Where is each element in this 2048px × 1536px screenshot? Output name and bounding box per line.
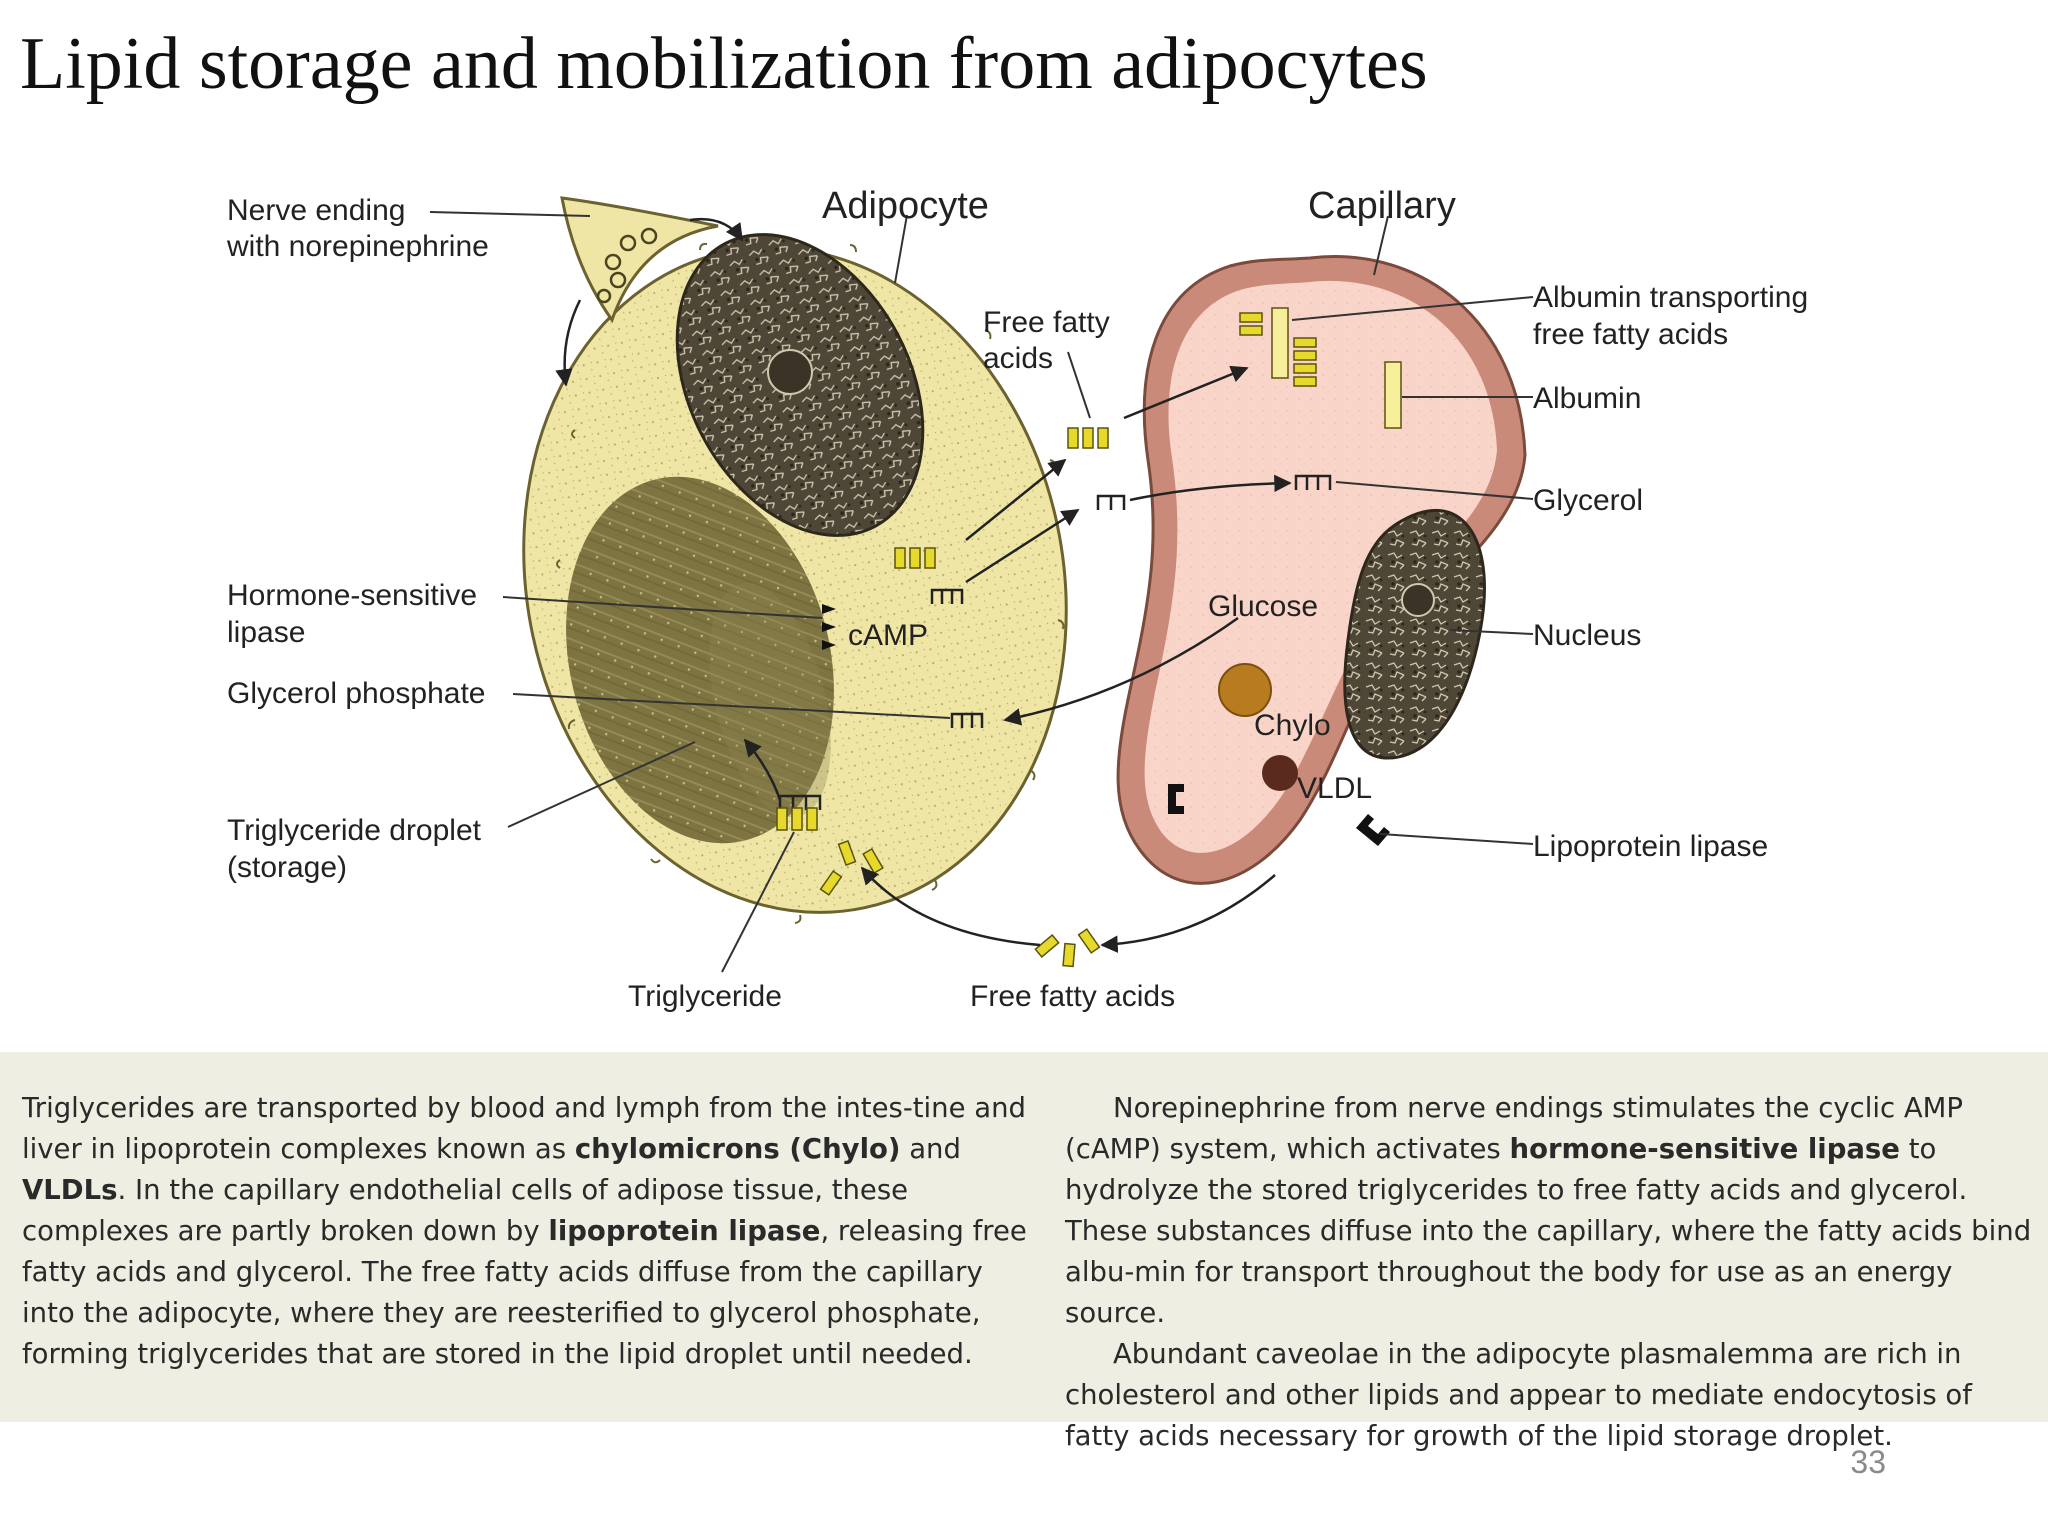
caption-left-text-1: Triglycerides are transported by blood a… xyxy=(22,1092,1027,1165)
label-albumin: Albumin xyxy=(1533,382,1641,415)
page-number: 33 xyxy=(1850,1444,1886,1480)
chylomicron xyxy=(1218,663,1272,717)
caption-right-paragraph-1: Norepinephrine from nerve endings stimul… xyxy=(1065,1088,2040,1334)
label-free-fatty-acids-top-2: acids xyxy=(983,342,1053,375)
hormone-sensitive-lipase-marks xyxy=(822,604,836,650)
caption-left-column: Triglycerides are transported by blood a… xyxy=(22,1088,1032,1375)
albumin-molecule xyxy=(1384,361,1402,429)
label-triglyceride: Triglyceride xyxy=(628,980,782,1013)
label-free-fatty-acids-bottom: Free fatty acids xyxy=(970,980,1175,1013)
adipocyte-nucleolus xyxy=(767,349,813,395)
caption-left-text-4: , releasing free fatty acids and glycero… xyxy=(22,1215,1027,1370)
leader-lines xyxy=(429,211,1534,973)
label-albumin-transporting-1: Albumin transporting xyxy=(1533,281,1808,314)
caption-left-paragraph: Triglycerides are transported by blood a… xyxy=(22,1088,1032,1375)
caption-right-column: Norepinephrine from nerve endings stimul… xyxy=(1065,1088,2040,1457)
label-camp: cAMP xyxy=(848,619,928,652)
free-fatty-acids-adipocyte xyxy=(894,547,936,569)
caption-right-text-1: Norepinephrine from nerve endings stimul… xyxy=(1065,1092,1963,1165)
vldl xyxy=(1262,755,1298,791)
caption-left-text-2: and xyxy=(900,1133,961,1165)
glycerol-adipocyte xyxy=(930,588,964,604)
norepinephrine-vesicles xyxy=(596,227,658,304)
label-triglyceride-droplet-1: Triglyceride droplet xyxy=(227,814,482,847)
slide-title: Lipid storage and mobilization from adip… xyxy=(20,23,1428,105)
label-nerve-ending: Nerve ending xyxy=(227,194,405,227)
capillary-nucleus xyxy=(1343,508,1486,760)
albumin-transporting-fatty-acids xyxy=(1239,307,1317,387)
caption-right-text-2: to hydrolyze the stored triglycerides to… xyxy=(1065,1133,2032,1329)
label-triglyceride-droplet-2: (storage) xyxy=(227,851,347,884)
caption-left-bold-chylomicrons: chylomicrons (Chylo) xyxy=(574,1133,901,1165)
lipid-droplet-highlight xyxy=(709,582,831,818)
lipoprotein-lipase-mark xyxy=(1168,784,1184,814)
glycerol-between xyxy=(1096,494,1126,510)
caption-left-text-3: . In the capillary endothelial cells of … xyxy=(22,1174,909,1247)
caption-right-paragraph-2: Abundant caveolae in the adipocyte plasm… xyxy=(1065,1338,1972,1452)
label-glucose: Glucose xyxy=(1208,590,1318,623)
label-glycerol: Glycerol xyxy=(1533,484,1643,517)
free-fatty-acids-between xyxy=(1067,427,1109,449)
pathway-arrows xyxy=(555,217,1292,953)
label-norepinephrine: with norepinephrine xyxy=(226,230,489,263)
label-nucleus: Nucleus xyxy=(1533,619,1641,652)
diagram-labels: Nerve ending with norepinephrine Adipocy… xyxy=(226,185,1808,1013)
label-capillary: Capillary xyxy=(1308,185,1456,227)
lipid-droplet xyxy=(566,476,834,844)
label-chylo: Chylo xyxy=(1254,709,1331,742)
label-adipocyte: Adipocyte xyxy=(822,185,989,227)
caption-panel: Triglycerides are transported by blood a… xyxy=(0,1052,2048,1452)
label-glycerol-phosphate: Glycerol phosphate xyxy=(227,677,486,710)
label-hormone-sensitive-lipase-2: lipase xyxy=(227,616,305,649)
free-fatty-acids-bottom xyxy=(1034,928,1101,968)
label-hormone-sensitive-lipase-1: Hormone-sensitive xyxy=(227,579,477,612)
caption-left-bold-lipoprotein-lipase: lipoprotein lipase xyxy=(548,1215,821,1247)
adipocyte-diagram: Nerve ending with norepinephrine Adipocy… xyxy=(226,185,1808,1013)
glycerol-capillary xyxy=(1294,474,1332,490)
lipoprotein-lipase-mark-2 xyxy=(1356,814,1390,846)
label-vldl: VLDL xyxy=(1297,772,1372,805)
caption-left-bold-vldls: VLDLs xyxy=(22,1174,118,1206)
label-lipoprotein-lipase: Lipoprotein lipase xyxy=(1533,830,1768,863)
caption-right-bold-hsl: hormone-sensitive lipase xyxy=(1509,1133,1900,1165)
capillary-nucleolus xyxy=(1401,583,1435,617)
triglyceride-molecule xyxy=(776,794,822,831)
glycerol-phosphate-molecule xyxy=(950,712,984,728)
label-free-fatty-acids-top-1: Free fatty xyxy=(983,306,1110,339)
label-albumin-transporting-2: free fatty acids xyxy=(1533,318,1728,351)
